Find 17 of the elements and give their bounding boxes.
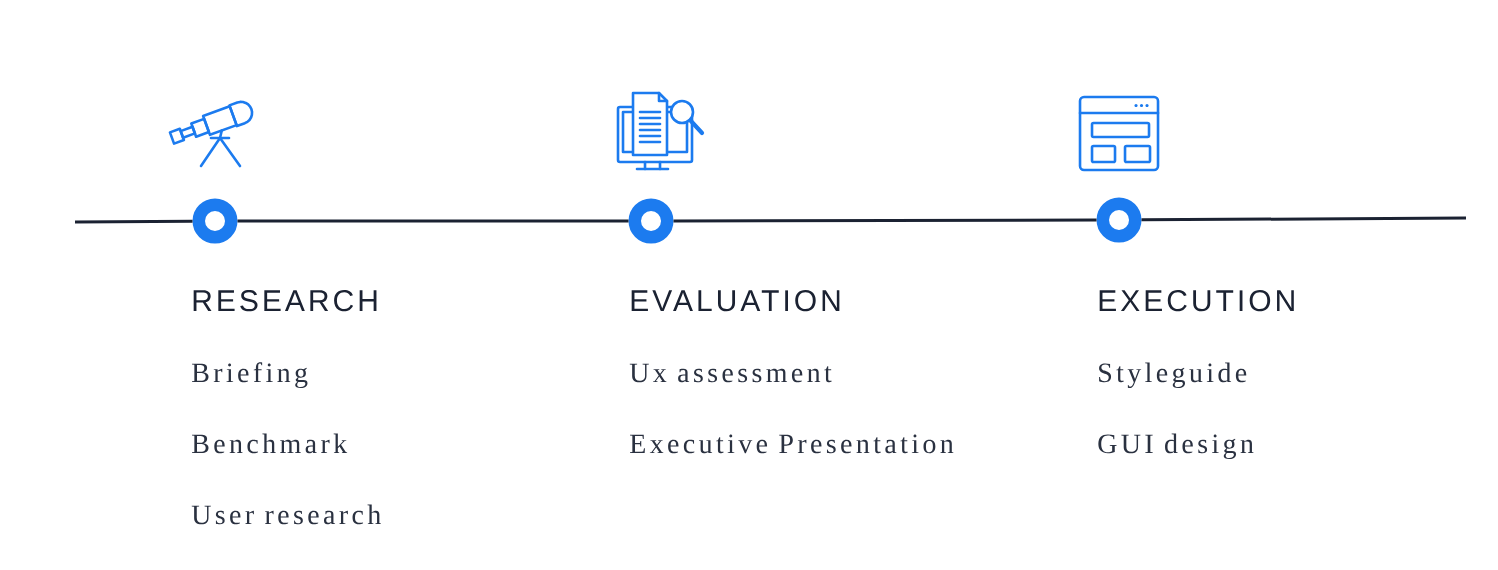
list-item: Briefing	[192, 362, 308, 389]
list-item: Executive Presentation	[630, 434, 954, 454]
timeline-line	[237, 219, 629, 223]
list-item: Ux assessment	[629, 363, 832, 383]
timeline-ring	[1096, 197, 1142, 243]
list-item: Benchmark	[192, 433, 348, 454]
timeline-line	[1141, 216, 1467, 222]
phase-heading: EXECUTION	[1099, 290, 1294, 312]
timeline-line	[75, 219, 193, 224]
timeline-ring	[192, 198, 238, 244]
timeline-ring	[628, 198, 674, 244]
list-item: GUI design	[1098, 433, 1254, 460]
list-item: User research	[191, 504, 381, 525]
phase-heading: RESEARCH	[193, 290, 377, 312]
list-item: Styleguide	[1099, 362, 1247, 389]
timeline-line	[673, 218, 1097, 223]
phase-heading: EVALUATION	[631, 290, 840, 312]
